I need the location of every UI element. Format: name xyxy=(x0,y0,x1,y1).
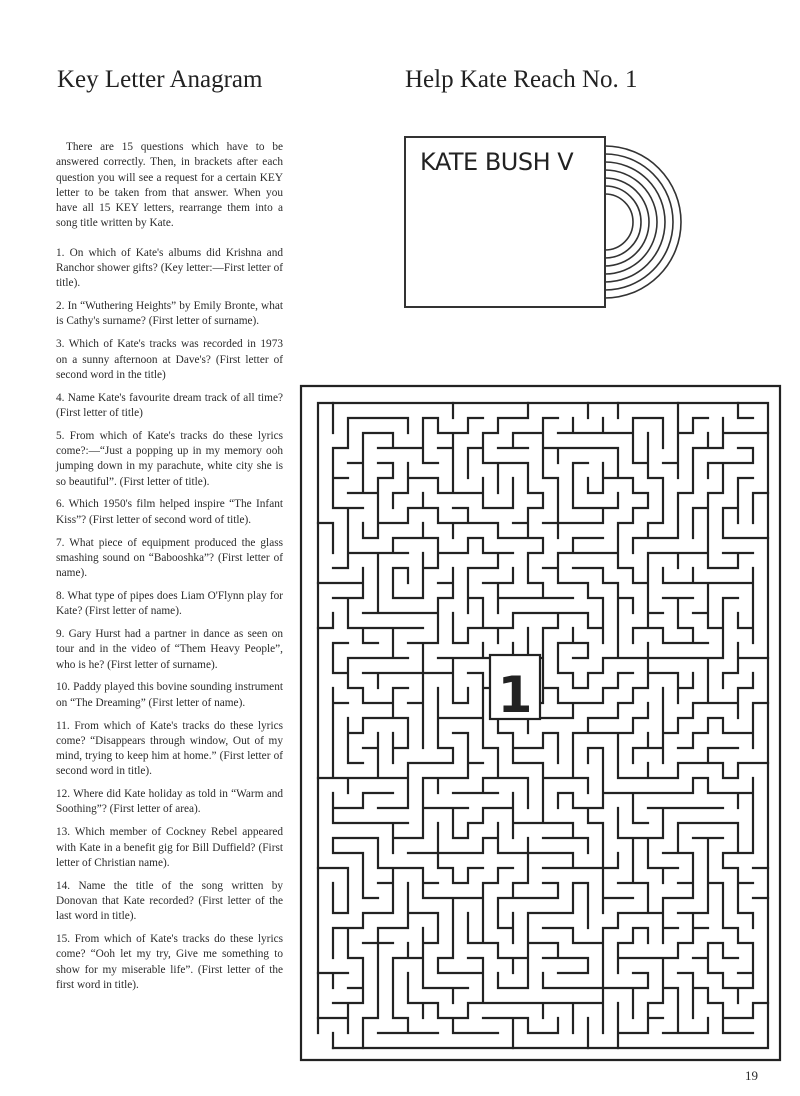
question: 1. On which of Kate's albums did Krishna… xyxy=(56,246,283,290)
right-title: Help Kate Reach No. 1 xyxy=(405,66,638,93)
question: 6. Which 1950's film helped inspire “The… xyxy=(56,498,283,526)
record-illustration xyxy=(404,136,682,308)
question: 11. From which of Kate's tracks do these… xyxy=(56,719,283,778)
question: 7. What piece of equipment produced the … xyxy=(56,536,283,580)
maze-border xyxy=(299,384,782,1062)
question: 10. Paddy played this bovine sounding in… xyxy=(56,681,283,709)
record-sleeve xyxy=(404,136,606,308)
question: 8. What type of pipes does Liam O'Flynn … xyxy=(56,589,283,618)
question: 9. Gary Hurst had a partner in dance as … xyxy=(56,628,283,671)
maze-goal-number: 1 xyxy=(498,666,533,724)
question: 5. From which of Kate's tracks do these … xyxy=(56,429,283,488)
question: 3. Which of Kate's tracks was recorded i… xyxy=(56,338,283,381)
maze xyxy=(299,384,782,1062)
maze-goal-box xyxy=(488,653,542,721)
question: 2. In “Wuthering Heights” by Emily Bront… xyxy=(56,300,283,328)
question: 15. From which of Kate's tracks do these… xyxy=(56,933,283,991)
intro-text: There are 15 questions which have to be … xyxy=(56,141,283,230)
record-sleeve-text: KATE BUSH V xyxy=(420,148,574,176)
anagram-questions: There are 15 questions which have to be … xyxy=(56,140,283,1001)
maze-walls xyxy=(316,401,770,1050)
left-title: Key Letter Anagram xyxy=(57,66,263,93)
question: 12. Where did Kate holiday as told in “W… xyxy=(56,788,283,816)
question: 14. Name the title of the song written b… xyxy=(56,879,283,923)
question: 4. Name Kate's favourite dream track of … xyxy=(56,391,283,419)
page-number: 19 xyxy=(745,1068,758,1083)
question: 13. Which member of Cockney Rebel appear… xyxy=(56,826,283,869)
